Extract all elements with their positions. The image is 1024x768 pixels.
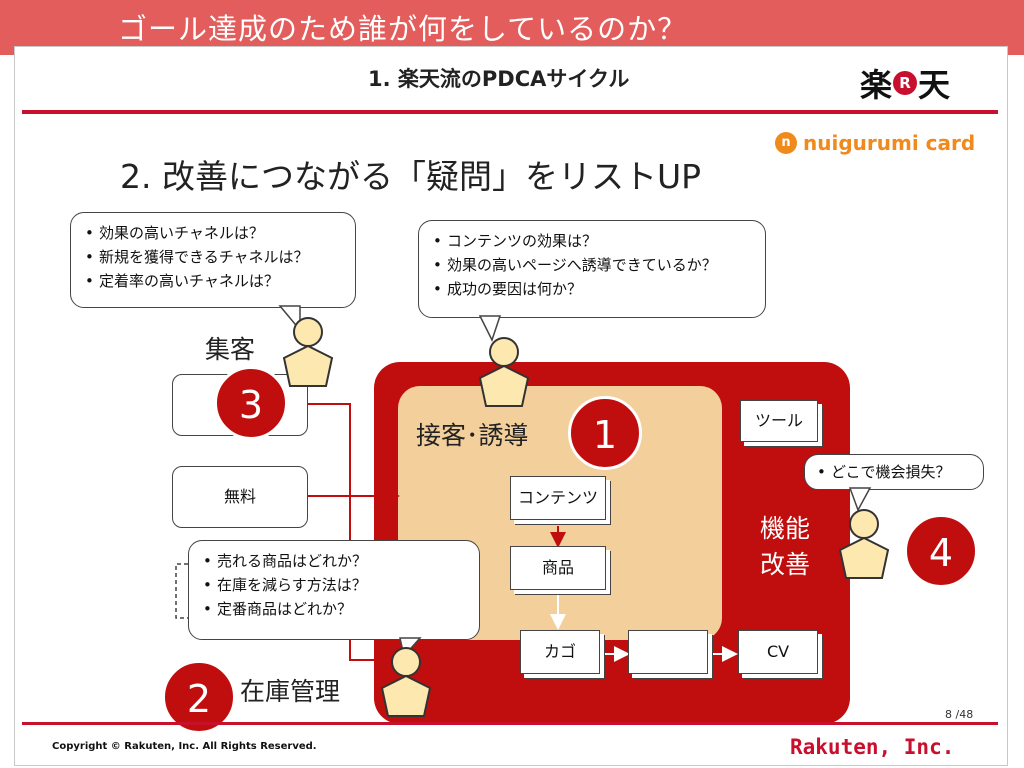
rakuten-logo: 楽 R 天 (860, 60, 950, 106)
list-item: 成功の要因は何か？ (433, 277, 753, 301)
person-icon (282, 317, 334, 387)
function-bubble: どこで機会損失？ (804, 454, 984, 490)
title-band (0, 0, 1024, 55)
slide-subheading: 1. 楽天流のPDCAサイクル (368, 67, 630, 91)
person-icon (478, 337, 530, 407)
free-box: 無料 (172, 466, 308, 528)
person-icon (380, 647, 432, 717)
logo-r-mark: R (893, 71, 918, 95)
list-item: コンテンツの効果は？ (433, 229, 753, 253)
tool-box: ツール (740, 400, 818, 442)
footer-rule (22, 722, 998, 725)
step-number-1: 1 (568, 396, 642, 470)
list-item: 効果の高いページへ誘導できているか？ (433, 253, 753, 277)
person-icon (838, 509, 890, 579)
list-item: 効果の高いチャネルは？ (85, 221, 343, 245)
inventory-label: 在庫管理 (240, 677, 341, 706)
logo-char-left: 楽 (860, 66, 893, 104)
header-rule (22, 110, 998, 114)
list-item: 定着率の高いチャネルは？ (85, 269, 343, 293)
list-item: 売れる商品はどれか？ (203, 549, 467, 573)
step-number-4: 4 (904, 514, 978, 588)
function-label-line2: 改善 (760, 550, 811, 579)
cart-box: カゴ (520, 630, 600, 674)
logo-char-right: 天 (918, 66, 951, 104)
list-item: 在庫を減らす方法は？ (203, 573, 467, 597)
copyright-text: Copyright © Rakuten, Inc. All Rights Res… (52, 741, 317, 752)
page-title: ゴール達成のため誰が何をしているのか？ (118, 12, 688, 46)
acquisition-label: 集客 (205, 335, 256, 364)
list-item: 定番商品はどれか？ (203, 597, 467, 621)
content-bubble: コンテンツの効果は？ 効果の高いページへ誘導できているか？ 成功の要因は何か？ (418, 220, 766, 318)
contents-box: コンテンツ (510, 476, 606, 520)
cv-box: CV (738, 630, 818, 674)
section-heading: 2. 改善につながる「疑問」をリストUP (120, 157, 702, 196)
step-box (628, 630, 708, 674)
service-label: 接客･誘導 (416, 421, 529, 450)
list-item: どこで機会損失？ (817, 460, 973, 484)
company-name: Rakuten, Inc. (790, 735, 955, 759)
nuigurumi-mark-icon: n (775, 132, 797, 154)
page-number: 8 /48 (945, 708, 974, 721)
step-number-3: 3 (214, 366, 288, 440)
acquisition-bubble: 効果の高いチャネルは？ 新規を獲得できるチャネルは？ 定着率の高いチャネルは？ (70, 212, 356, 308)
product-box: 商品 (510, 546, 606, 590)
nuigurumi-logo: n nuigurumi card (775, 131, 975, 155)
nuigurumi-text: nuigurumi card (803, 131, 976, 155)
step-number-2: 2 (162, 660, 236, 734)
inventory-bubble: 売れる商品はどれか？ 在庫を減らす方法は？ 定番商品はどれか？ (188, 540, 480, 640)
list-item: 新規を獲得できるチャネルは？ (85, 245, 343, 269)
function-label-line1: 機能 (760, 514, 811, 543)
